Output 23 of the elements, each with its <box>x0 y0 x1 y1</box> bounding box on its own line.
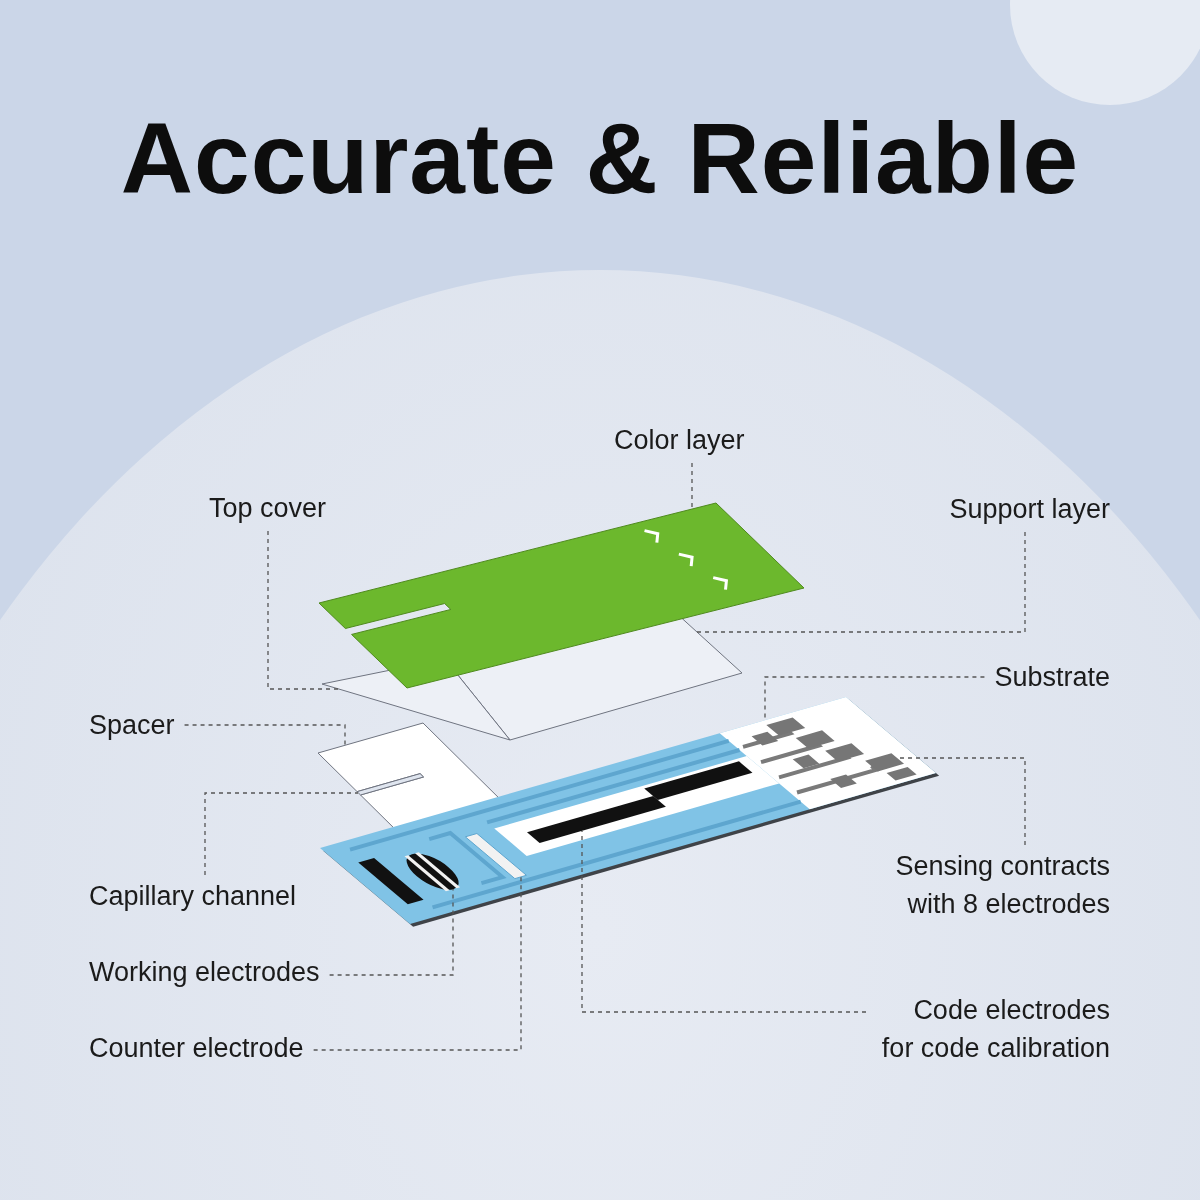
part-label: Sensing contracts with 8 electrodes <box>840 847 1110 923</box>
title: Accurate & Reliable <box>119 101 1081 216</box>
leader-line <box>897 757 1026 846</box>
part-label: Top cover <box>209 489 327 527</box>
leader-line <box>204 792 359 876</box>
part-label: Spacer <box>89 706 175 744</box>
leader-line <box>267 530 341 690</box>
leader-line <box>328 888 454 976</box>
part-label: Capillary channel <box>89 877 297 915</box>
part-label: Counter electrode <box>89 1029 304 1067</box>
working-electrode <box>404 852 461 892</box>
part-label: Code electrodes for code calibration <box>876 991 1110 1067</box>
leader-line <box>183 724 346 746</box>
part-label: Color layer <box>614 421 745 459</box>
leader-line <box>313 876 522 1051</box>
leader-line <box>764 676 986 721</box>
part-label: Substrate <box>994 658 1110 696</box>
sensing-contact-pads <box>751 717 917 789</box>
leader-line <box>581 830 867 1013</box>
code-electrodes <box>527 761 753 843</box>
part-label: Support layer <box>949 490 1110 528</box>
part-label: Working electrodes <box>89 953 320 991</box>
leader-line <box>696 531 1026 633</box>
